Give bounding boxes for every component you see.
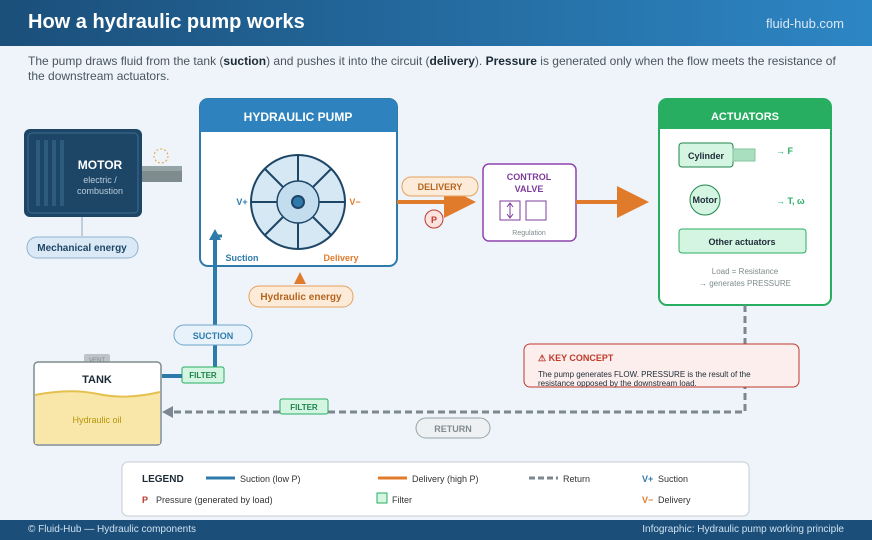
svg-text:Delivery: Delivery <box>658 495 691 505</box>
svg-text:DELIVERY: DELIVERY <box>418 182 463 192</box>
pump-delivery-label: Delivery <box>323 253 358 263</box>
return-pipe <box>174 305 747 414</box>
svg-text:Mechanical energy: Mechanical energy <box>37 243 127 254</box>
pressure-indicator: P <box>424 209 444 229</box>
hydraulic-energy-arrow <box>294 272 306 284</box>
svg-text:Delivery (high P): Delivery (high P) <box>412 474 479 484</box>
svg-text:P: P <box>431 215 437 225</box>
actuators-title: ACTUATORS <box>711 111 779 123</box>
footer-bar: © Fluid-Hub — Hydraulic components Infog… <box>0 520 872 540</box>
pump-title: HYDRAULIC PUMP <box>244 110 353 124</box>
rotation-icon <box>153 148 169 164</box>
svg-text:FILTER: FILTER <box>189 371 217 380</box>
motor-sub2: combustion <box>77 186 123 196</box>
svg-text:FILTER: FILTER <box>290 403 318 412</box>
svg-text:Suction (low P): Suction (low P) <box>240 474 301 484</box>
footer-caption: Infographic: Hydraulic pump working prin… <box>642 524 844 535</box>
shaft-coupling <box>142 148 182 182</box>
motor-block: MOTOR electric / combustion <box>24 129 142 217</box>
tank: VENT TANK Hydraulic oil <box>33 354 162 446</box>
pump-block: HYDRAULIC PUMP V+ V− Suction Delivery <box>199 98 398 267</box>
key-concept-title: ⚠ KEY CONCEPT <box>538 353 614 363</box>
intro-text: The pump draws fluid from the tank (suct… <box>28 54 836 83</box>
site-link[interactable]: fluid-hub.com <box>765 16 844 31</box>
motor-sub1: electric / <box>83 175 117 185</box>
other-actuators-label: Other actuators <box>708 237 775 247</box>
suction-tag: SUCTION <box>173 324 253 346</box>
actuators-block: ACTUATORS Cylinder → F Motor → T, ω Othe… <box>658 98 832 306</box>
return-filter: FILTER <box>279 398 329 415</box>
svg-text:Filter: Filter <box>392 495 412 505</box>
cylinder-label: Cylinder <box>688 151 725 161</box>
svg-text:Suction: Suction <box>658 474 688 484</box>
svg-text:resistance opposed by the down: resistance opposed by the downstream loa… <box>538 379 697 388</box>
key-concept-box: ⚠ KEY CONCEPT The pump generates FLOW. P… <box>523 343 800 388</box>
hydraulic-energy-tag: Hydraulic energy <box>248 285 354 308</box>
oil-label: Hydraulic oil <box>72 415 121 425</box>
suction-filter: FILTER <box>181 366 225 384</box>
load-note-2: → generates PRESSURE <box>699 279 791 288</box>
svg-text:V−: V− <box>642 495 653 505</box>
pump-outlet-mark: V− <box>349 197 360 207</box>
pump-suction-label: Suction <box>226 253 259 263</box>
svg-text:CONTROL: CONTROL <box>507 172 552 182</box>
pump-inlet-mark: V+ <box>236 197 247 207</box>
svg-text:Return: Return <box>563 474 590 484</box>
legend-title: LEGEND <box>142 474 184 485</box>
return-tag: RETURN <box>415 417 491 439</box>
header-bar: How a hydraulic pump works fluid-hub.com <box>0 0 872 46</box>
legend: LEGEND Suction (low P) Delivery (high P)… <box>121 461 750 517</box>
vent-label: VENT <box>89 358 105 364</box>
delivery-tag: DELIVERY <box>401 176 479 197</box>
page-title: How a hydraulic pump works <box>28 11 305 33</box>
load-note-1: Load = Resistance <box>712 267 779 276</box>
mechanical-energy-tag: Mechanical energy <box>26 236 139 259</box>
motor-output: → T, ω <box>776 196 805 206</box>
footer-copyright: © Fluid-Hub — Hydraulic components <box>28 524 196 535</box>
cylinder-output: → F <box>776 146 794 156</box>
actuator-motor-label: Motor <box>693 195 718 205</box>
svg-text:V+: V+ <box>642 474 653 484</box>
svg-text:P: P <box>142 495 148 505</box>
tank-title: TANK <box>82 374 112 386</box>
svg-text:Regulation: Regulation <box>512 230 546 237</box>
control-valve: CONTROL VALVE Regulation <box>482 163 577 242</box>
return-arrow <box>162 406 173 418</box>
svg-text:Hydraulic energy: Hydraulic energy <box>260 292 342 303</box>
svg-text:SUCTION: SUCTION <box>193 331 234 341</box>
svg-text:RETURN: RETURN <box>434 424 472 434</box>
svg-text:VALVE: VALVE <box>515 184 544 194</box>
svg-text:Pressure (generated by load): Pressure (generated by load) <box>156 495 273 505</box>
svg-text:The pump generates FLOW. PRESS: The pump generates FLOW. PRESSURE is the… <box>538 370 751 379</box>
motor-title: MOTOR <box>78 158 123 172</box>
